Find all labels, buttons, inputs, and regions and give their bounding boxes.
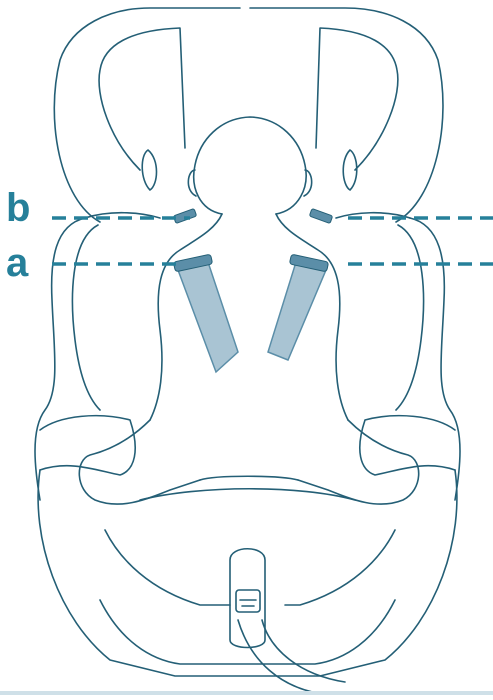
headrest-inner-right — [316, 28, 398, 170]
seat-side-left-inner — [72, 225, 100, 410]
buckle-tongue — [240, 600, 256, 606]
buckle-slot — [236, 590, 260, 612]
seat-base-outer — [38, 470, 457, 676]
child-arm-left — [79, 420, 200, 504]
headrest-inner-left — [99, 28, 185, 170]
seat-cushion-front — [105, 530, 395, 605]
armrest-left — [40, 416, 135, 475]
upper-slot-right — [309, 208, 332, 223]
crotch-strap — [238, 620, 345, 695]
seat-base-lower — [100, 600, 395, 664]
child-legs — [200, 476, 298, 480]
right-shoulder-strap — [268, 262, 326, 360]
seat-cushion-back — [140, 489, 355, 500]
child-arm-right — [298, 420, 419, 504]
bottom-bar — [0, 691, 493, 695]
armrest-right — [360, 416, 455, 475]
child-head — [194, 117, 306, 214]
headrest-slot-left — [142, 150, 156, 190]
upper-slot-left — [173, 208, 196, 223]
child-neck-torso — [150, 214, 348, 420]
headrest-right-wing — [250, 8, 443, 222]
position-label-b: b — [6, 188, 30, 228]
position-label-a: a — [6, 243, 28, 283]
left-shoulder-strap — [178, 262, 238, 372]
seat-side-right-inner — [396, 225, 424, 410]
headrest-left-wing — [54, 8, 240, 222]
